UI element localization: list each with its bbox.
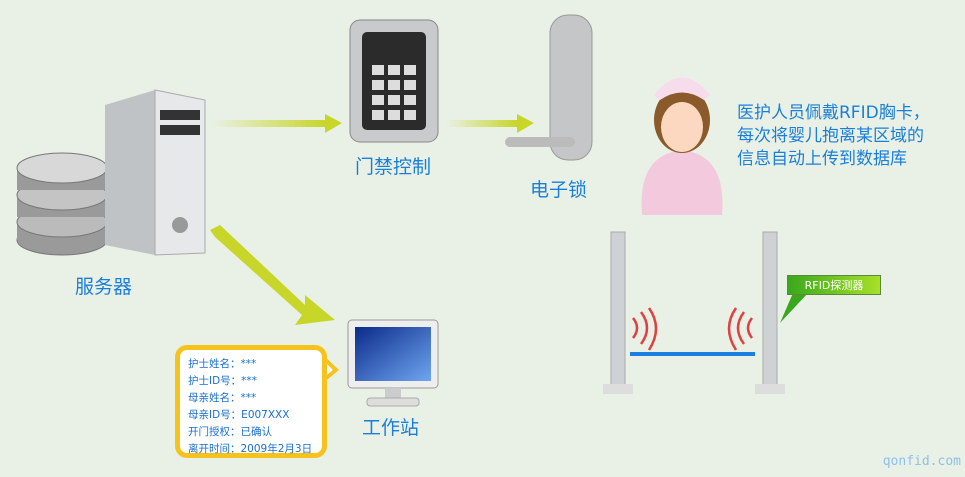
access-control-label: 门禁控制 [355,156,432,178]
note-line: 信息自动上传到数据库 [737,149,907,169]
rfid-detector-tag: RFID探测器 [787,275,881,295]
arrow-server-to-workstation [210,225,335,325]
nurse-note: 医护人员佩戴RFID胸卡， 每次将婴儿抱离某区域的 信息自动上传到数据库 [737,102,930,171]
electronic-lock-icon [505,14,593,161]
info-line: 母亲ID号：E007XXX [188,409,290,421]
server-label: 服务器 [75,276,133,298]
nurse-avatar-icon [641,77,723,215]
watermark: qonfid.com [882,454,961,469]
note-line: 每次将婴儿抱离某区域的 [737,126,924,146]
info-line: 离开时间：2009年2月3日 [188,443,313,455]
info-line: 母亲姓名：*** [188,392,257,404]
workstation-monitor-icon [347,319,439,407]
info-line: 护士姓名：*** [188,358,257,370]
server-icon [105,89,206,256]
lock-label: 电子锁 [530,179,588,201]
arrow-access-to-lock [445,114,534,133]
info-line: 开门授权：已确认 [188,426,272,438]
info-line: 护士ID号：*** [188,375,257,387]
access-keypad-icon [349,19,439,143]
rfid-gate-right [755,231,785,394]
note-line: 医护人员佩戴RFID胸卡， [737,103,930,123]
arrow-server-to-access [210,114,342,133]
workstation-label: 工作站 [362,417,420,439]
info-box: 护士姓名：*** 护士ID号：*** 母亲姓名：*** 母亲ID号：E007XX… [175,345,327,458]
signal-waves-icon [630,307,755,356]
tag-pointer [780,293,808,323]
database-icon [16,152,108,256]
rfid-gate-left [603,231,633,394]
